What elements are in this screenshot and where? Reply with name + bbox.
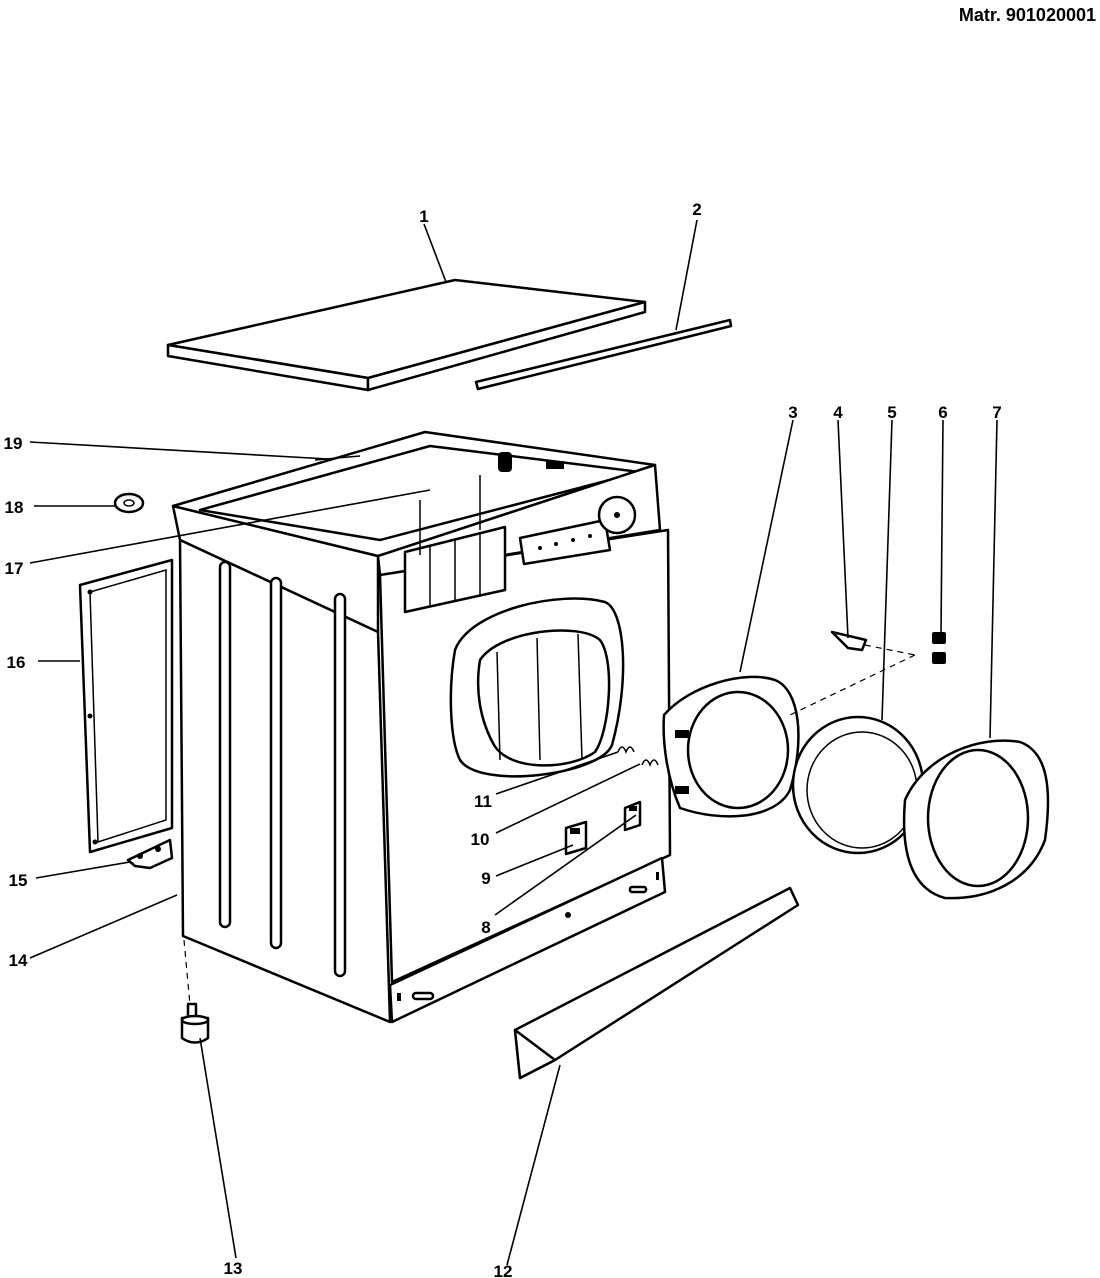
part-lock-clip xyxy=(932,632,946,664)
part-door-ring xyxy=(902,739,1050,900)
part-hinge-pin xyxy=(830,630,868,652)
callout-14: 14 xyxy=(9,951,28,970)
callout-1: 1 xyxy=(419,207,428,226)
part-cabinet xyxy=(171,430,672,1024)
matr-number: Matr. 901020001 xyxy=(959,5,1096,25)
callout-10: 10 xyxy=(471,830,490,849)
callout-2: 2 xyxy=(692,200,701,219)
callout-5: 5 xyxy=(887,403,896,422)
callout-12: 12 xyxy=(494,1262,513,1278)
leader-lines xyxy=(29,219,998,1266)
part-grommet xyxy=(113,492,145,514)
part-door-catch xyxy=(641,759,659,768)
part-adjustable-foot xyxy=(180,939,210,1044)
part-plinth xyxy=(513,886,800,1080)
callout-3: 3 xyxy=(788,403,797,422)
callout-19: 19 xyxy=(4,434,23,453)
part-door-hinge xyxy=(623,800,642,832)
part-hinge-bracket xyxy=(126,838,174,870)
callout-15: 15 xyxy=(9,871,28,890)
part-strip xyxy=(474,318,733,391)
callout-7: 7 xyxy=(992,403,1001,422)
part-door-spring xyxy=(617,746,635,755)
part-side-panel xyxy=(78,558,174,854)
callout-8: 8 xyxy=(481,918,490,937)
callout-16: 16 xyxy=(7,653,26,672)
part-top-panel xyxy=(166,278,647,392)
callout-13: 13 xyxy=(224,1259,243,1278)
callout-11: 11 xyxy=(474,792,492,811)
callout-18: 18 xyxy=(5,498,24,517)
part-hinge-plate xyxy=(564,820,588,856)
callout-labels: 1 2 3 4 5 6 7 8 9 10 11 12 13 14 15 16 1… xyxy=(4,200,1002,1278)
callout-4: 4 xyxy=(833,403,843,422)
callout-6: 6 xyxy=(938,403,947,422)
callout-9: 9 xyxy=(481,869,490,888)
part-door-frame xyxy=(662,675,800,818)
callout-17: 17 xyxy=(5,559,24,578)
